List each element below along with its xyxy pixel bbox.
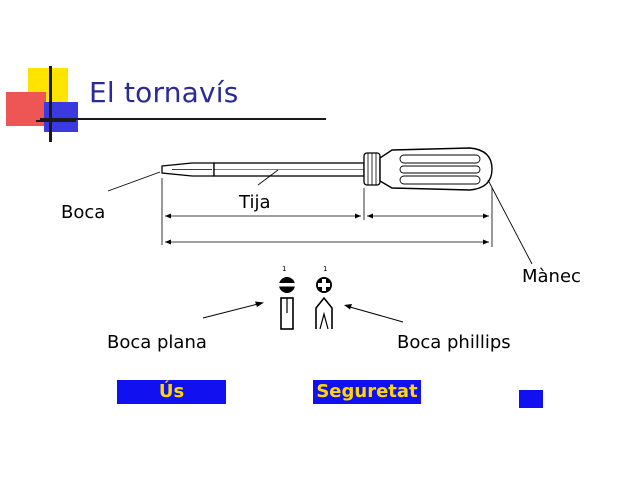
nav-button[interactable] [519,390,543,408]
decorative-logo [6,66,78,142]
svg-text:1: 1 [323,265,327,273]
leader-boca [107,171,161,192]
title-underline [40,118,326,120]
screwdriver-handle [379,147,493,191]
svg-text:1: 1 [282,265,286,273]
arrow-boca-phillips [349,306,404,323]
seguretat-button[interactable]: Seguretat [313,380,421,404]
phillips-tip-icon: 1 [315,265,333,330]
leader-tija [257,169,279,186]
label-manec: Mànec [522,266,581,287]
flat-tip-icon: 1 [278,265,296,330]
label-boca-plana: Boca plana [107,332,207,353]
label-boca-phillips: Boca phillips [397,332,511,353]
leader-manec [487,179,533,265]
label-boca: Boca [61,202,106,223]
arrow-boca-plana [202,303,259,319]
slide-title: El tornavís [89,76,239,109]
label-tija: Tija [239,192,271,213]
us-button[interactable]: Ús [117,380,226,404]
